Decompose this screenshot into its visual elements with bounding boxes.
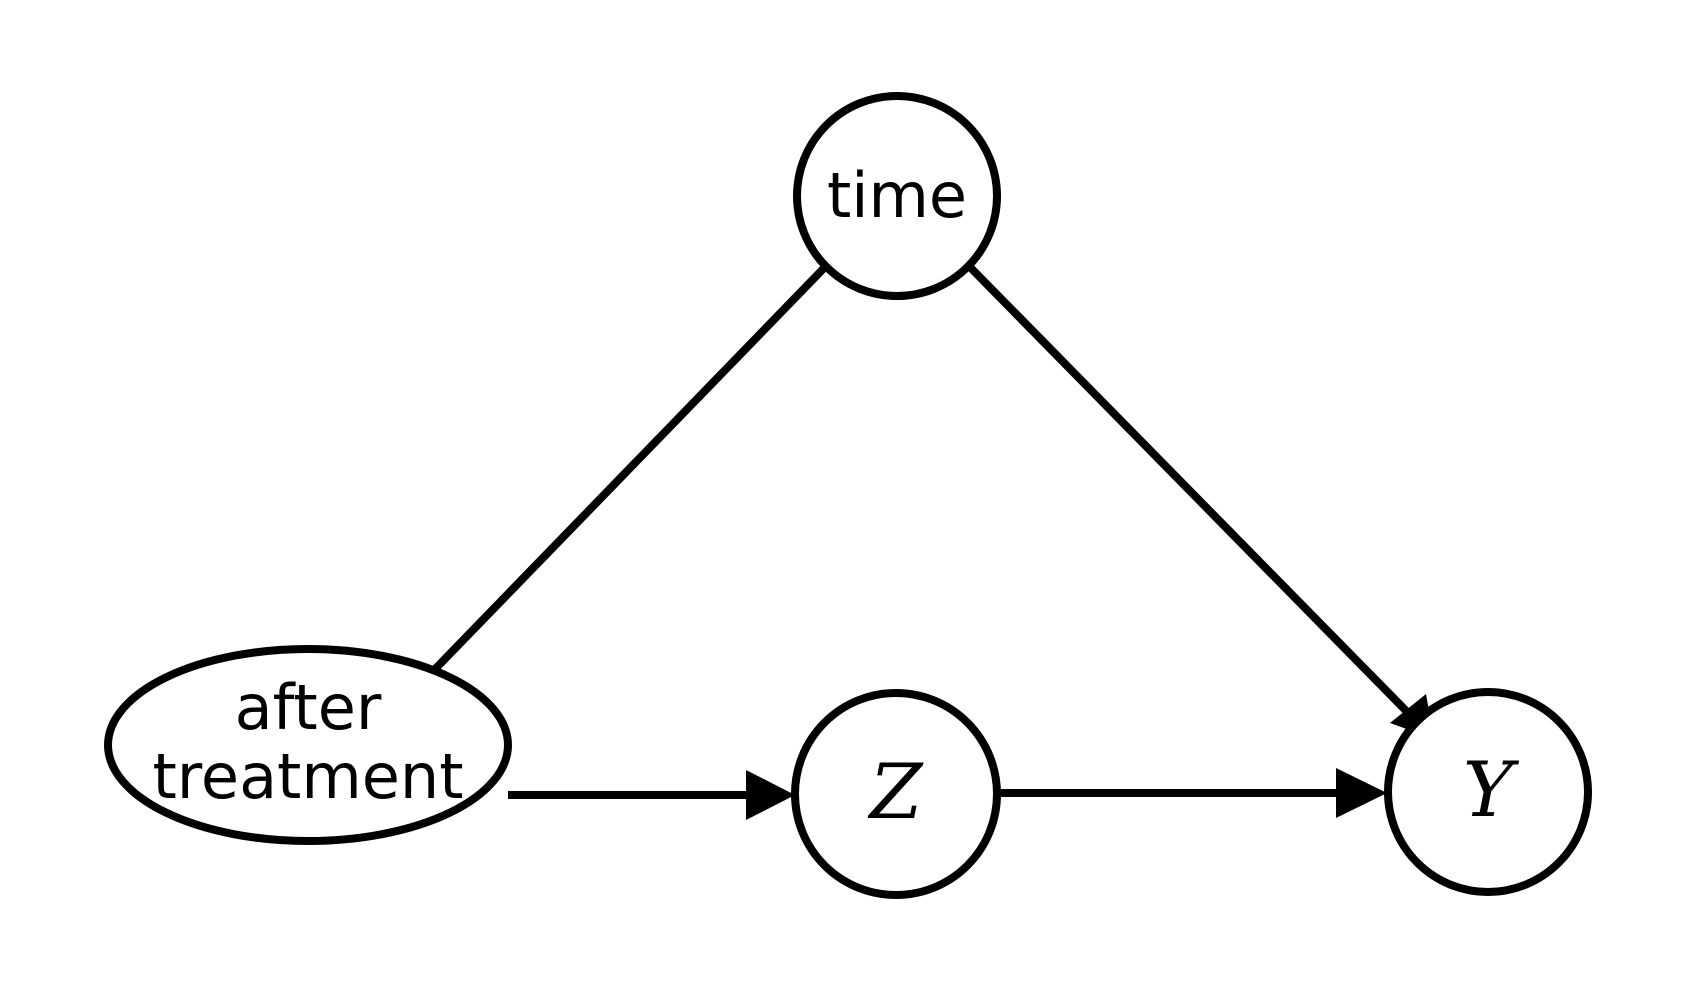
edge-after-treatment-to-Z <box>508 770 795 820</box>
node-Z-label: Z <box>868 747 924 836</box>
arrowhead-after-treatment-Z <box>746 770 795 820</box>
node-after-treatment-label-line-2: treatment <box>152 740 463 813</box>
node-Y-label: Y <box>1463 745 1520 834</box>
node-after-treatment-ellipse[interactable] <box>104 645 512 845</box>
node-time-circle[interactable] <box>793 92 1001 300</box>
node-Z-circle[interactable] <box>791 689 1001 899</box>
node-Z[interactable]: Z <box>791 689 1001 899</box>
node-time[interactable]: time <box>793 92 1001 300</box>
arrowhead-Z-Y <box>1336 768 1387 818</box>
node-after-treatment[interactable]: after treatment <box>104 645 512 845</box>
edge-line-time-Y <box>962 259 1425 730</box>
edge-time-to-Y <box>962 259 1434 739</box>
edge-line-time-after-treatment <box>405 263 829 700</box>
node-time-label: time <box>827 159 967 232</box>
edge-time-to-after-treatment <box>396 263 829 709</box>
node-Y-circle[interactable] <box>1384 688 1592 896</box>
node-after-treatment-label-line-1: after <box>235 671 382 744</box>
node-Y[interactable]: Y <box>1384 688 1592 896</box>
edge-Z-to-Y <box>997 768 1387 818</box>
